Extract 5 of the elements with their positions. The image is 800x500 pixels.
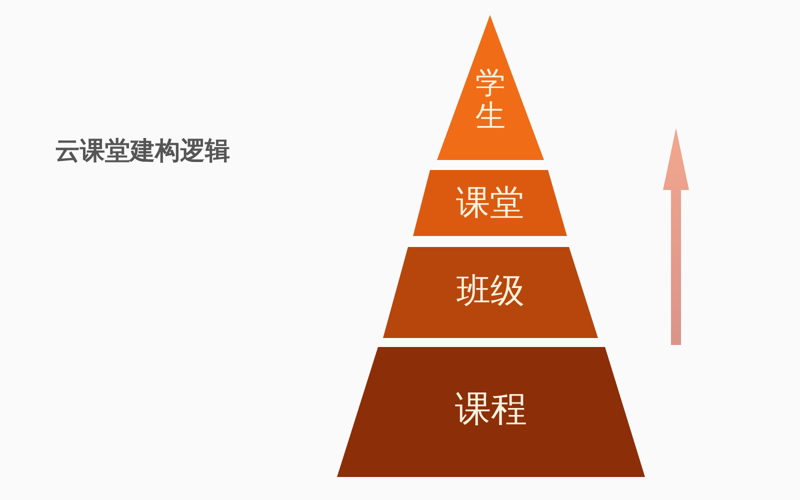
level-label: 学生 [476, 67, 506, 133]
level-label: 班级 [456, 272, 524, 312]
level-label: 课程 [455, 389, 527, 430]
level-label: 课堂 [456, 184, 524, 224]
diagram-title: 云课堂建构逻辑 [55, 136, 230, 166]
